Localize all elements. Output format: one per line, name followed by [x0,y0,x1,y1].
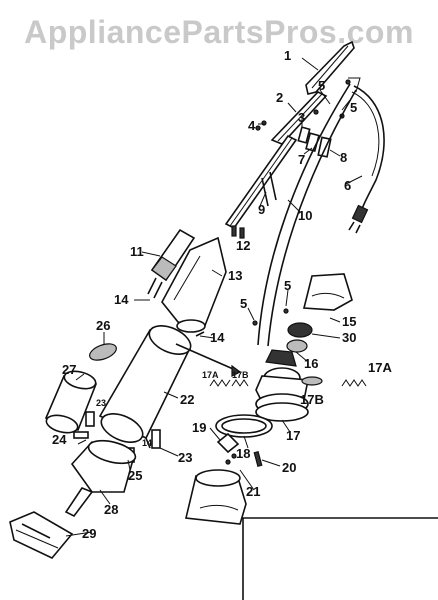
part-1-handle-grip [305,40,355,95]
part-9-lower-tube [224,134,298,230]
label-part-17: 17 [286,428,300,443]
label-part-6: 6 [344,178,351,193]
label-part-26: 26 [96,318,110,333]
label-part-11: 11 [130,244,144,259]
label-part-29: 29 [82,526,96,541]
part-6-power-cord [348,85,385,234]
label-part-14-lower: 14 [142,438,152,448]
label-part-13: 13 [228,268,242,283]
part-17a-springs [209,379,367,387]
part-22-canister [98,325,192,443]
part-28-dust-cup [64,439,137,518]
label-part-10: 10 [298,208,312,223]
label-part-1: 1 [284,48,291,63]
part-19-bracket [216,432,240,465]
label-part-27: 27 [62,362,76,377]
label-part-20: 20 [282,460,296,475]
part-26-filter-disc [89,343,117,361]
part-13-motor-cover [161,236,227,333]
part-29-floor-nozzle [9,511,74,559]
part-17b-pads [301,376,323,386]
label-part-15: 15 [342,314,356,329]
label-part-14-mid: 14 [210,330,225,345]
part-14-pins [145,331,205,449]
frame-lines [242,517,438,600]
label-part-22: 22 [180,392,194,407]
part-23-latch [85,411,161,449]
label-part-21: 21 [246,484,260,499]
label-part-30: 30 [342,330,356,345]
part-12-screws [231,225,245,239]
label-part-19: 19 [192,420,206,435]
label-part-4: 4 [248,118,256,133]
label-part-23-small: 23 [96,398,106,408]
label-part-5-mid: 5 [284,278,291,293]
label-part-28: 28 [104,502,118,517]
part-18-seal-ring [215,414,273,438]
label-part-18: 18 [236,446,250,461]
label-part-2: 2 [276,90,283,105]
label-part-23: 23 [178,450,192,465]
label-part-5-right: 5 [350,100,357,115]
label-part-17a-right: 17A [368,360,392,375]
part-2-upper-tube [270,91,328,145]
connector-arrow [175,343,242,377]
part-3-clip [297,126,311,144]
label-part-16: 16 [304,356,318,371]
leader-lines [65,57,363,537]
label-part-17b-right: 17B [300,392,324,407]
label-part-12: 12 [236,238,250,253]
part-17-gasket [255,402,309,422]
label-part-5-left: 5 [240,296,247,311]
part-30-washers [286,322,313,353]
label-part-9: 9 [258,202,265,217]
label-part-17b-left: 17B [232,370,249,380]
part-11-battery [147,228,196,299]
part-21-lower-housing [185,469,247,525]
label-part-24: 24 [52,432,67,447]
label-part-8: 8 [340,150,347,165]
label-part-25: 25 [128,468,142,483]
part-15-motor-top [302,273,353,311]
label-part-3: 3 [298,110,305,125]
part-27-filter [44,370,98,434]
label-part-7: 7 [298,152,305,167]
label-part-14-upper: 14 [114,292,129,307]
part-20-screw [253,450,263,468]
part-labels: 1 2 3 4 5 5 5 5 6 7 8 9 10 11 12 13 14 1… [52,48,392,541]
label-part-5-top: 5 [318,78,325,93]
part-24-clip [73,431,89,439]
label-part-17a-left: 17A [202,370,219,380]
